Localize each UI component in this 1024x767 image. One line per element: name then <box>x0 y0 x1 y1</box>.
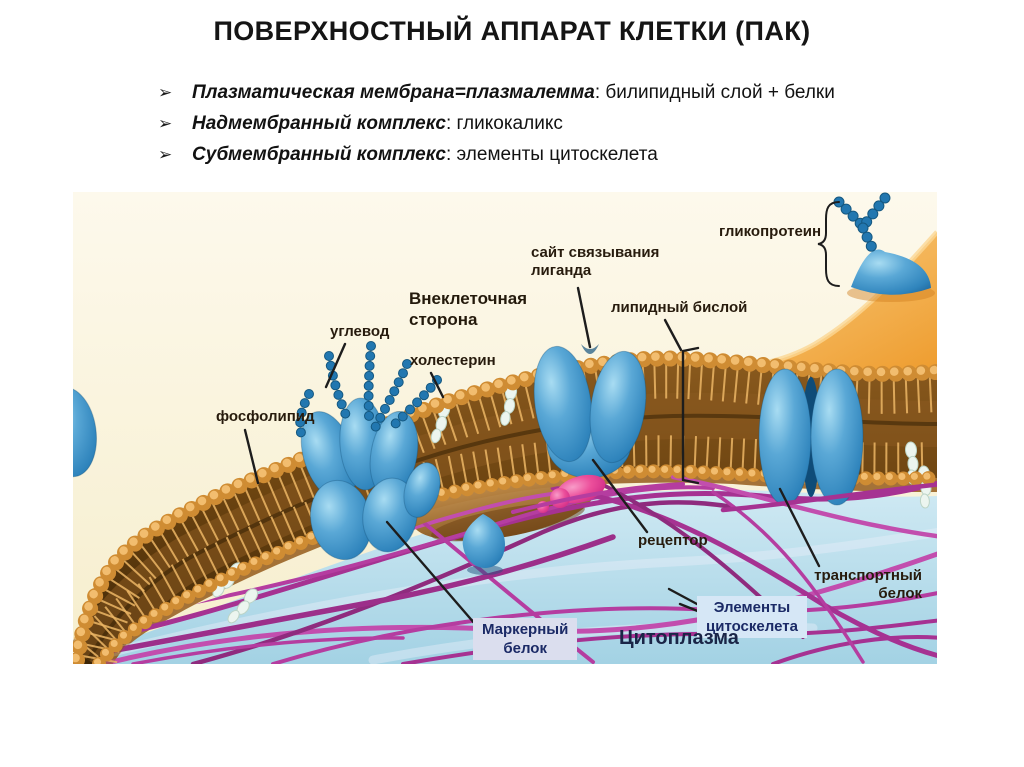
transport-protein <box>758 368 864 506</box>
bullet-term: Надмембранный комплекс <box>192 113 446 134</box>
bullet-rest: : билипидный слой + белки <box>594 82 835 103</box>
bullet-item: ➢ Надмембранный комплекс: гликокаликс <box>158 113 835 135</box>
page-title: ПОВЕРХНОСТНЫЙ АППАРАТ КЛЕТКИ (ПАК) <box>213 16 811 46</box>
bullet-text: Субмембранный комплекс: элементы цитоске… <box>192 144 658 166</box>
membrane-illustration <box>73 192 937 664</box>
bullet-text: Плазматическая мембрана=плазмалемма: бил… <box>192 82 835 104</box>
label-extracellular-side: Внеклеточная сторона <box>409 289 528 329</box>
bullet-text: Надмембранный комплекс: гликокаликс <box>192 113 563 135</box>
glycoprotein-brace <box>817 201 840 287</box>
label-cholesterol: холестерин <box>410 352 496 369</box>
leader-lines <box>243 201 840 626</box>
label-glycoprotein: гликопротеин <box>719 223 822 240</box>
integral-protein-complex <box>73 386 441 561</box>
bullet-arrow-icon: ➢ <box>158 114 173 133</box>
bullet-term: Субмембранный комплекс <box>192 144 446 165</box>
bullet-term: Плазматическая мембрана=плазмалемма <box>192 82 595 103</box>
label-phospholipid: фосфолипид <box>216 408 315 425</box>
bullet-item: ➢ Субмембранный комплекс: элементы цитос… <box>158 144 835 166</box>
overlay-filaments <box>511 482 937 514</box>
label-carbohydrate: углевод <box>330 323 390 340</box>
marker-protein <box>462 514 505 575</box>
bullet-list: ➢ Плазматическая мембрана=плазмалемма: б… <box>158 82 835 175</box>
membrane-diagram: гликопротеин сайт связывания лиганда Вне… <box>73 192 937 664</box>
receptor-protein <box>533 344 647 479</box>
label-cytoskeleton-elements: Элементы цитоскелета <box>697 596 807 638</box>
label-transport-protein: транспортный белок <box>814 567 922 602</box>
label-marker-protein: Маркерный белок <box>473 618 578 660</box>
glycoprotein <box>851 249 931 295</box>
glycoprotein-sugar-chain <box>833 192 891 252</box>
label-ligand-binding-site: сайт связывания лиганда <box>531 244 660 279</box>
bullet-item: ➢ Плазматическая мембрана=плазмалемма: б… <box>158 82 835 104</box>
carbohydrate-chains <box>295 341 442 438</box>
label-receptor: рецептор <box>638 532 708 549</box>
bullet-rest: : элементы цитоскелета <box>445 144 658 165</box>
bullet-arrow-icon: ➢ <box>158 83 173 102</box>
label-lipid-bilayer: липидный бислой <box>611 299 748 316</box>
inner-membrane-shadow <box>99 471 937 664</box>
bullet-rest: : гликокаликс <box>445 113 563 134</box>
bilayer-bracket <box>681 346 700 485</box>
label-cytoplasm: Цитоплазма <box>619 627 739 649</box>
bullet-arrow-icon: ➢ <box>158 145 173 164</box>
